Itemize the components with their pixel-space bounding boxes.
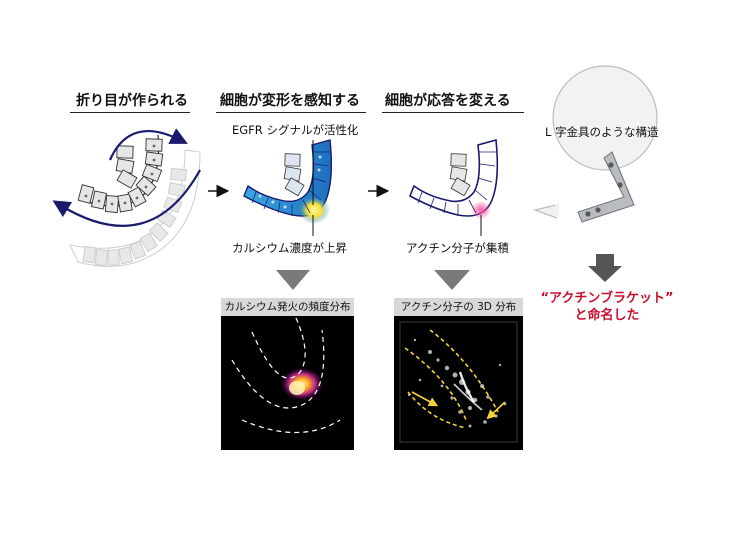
sensing-inner-cells (283, 153, 305, 197)
l-bracket-bubble (532, 65, 658, 223)
down-arrow-naming-icon (588, 254, 622, 282)
calcium-panel-header: カルシウム発火の頻度分布 (221, 298, 354, 316)
step-title-respond: 細胞が応答を変える (385, 93, 511, 109)
actin-panel-header: アクチン分子の 3D 分布 (394, 298, 523, 316)
l-bracket-icon (577, 151, 635, 223)
step-title-sense: 細胞が変形を感知する (220, 93, 360, 109)
step-underline-respond (382, 112, 524, 113)
step-underline-sense (216, 112, 366, 113)
down-arrow-actin-icon (434, 270, 470, 290)
naming-line-2: と命名した (574, 308, 640, 323)
actin-accum-label: アクチン分子が集積 (406, 241, 509, 255)
sensing-illustration (243, 139, 333, 224)
calcium-rise-label: カルシウム濃度が上昇 (232, 241, 347, 255)
down-arrow-calcium-icon (276, 270, 310, 290)
step-underline-fold (70, 112, 190, 113)
fold-arrow-bottom-icon (52, 169, 201, 227)
naming-line-1: “アクチンブラケット” (540, 291, 674, 306)
folded-sheet (77, 134, 164, 213)
l-bracket-label: L 字金具のような構造 (545, 125, 659, 139)
calcium-heatmap-image (221, 316, 354, 450)
fold-arrow-top-icon (108, 128, 188, 161)
flat-sheet-ghost (69, 149, 201, 267)
response-illustration (408, 138, 499, 219)
egfr-label: EGFR シグナルが活性化 (232, 123, 359, 137)
step-title-fold: 折り目が作られる (76, 93, 188, 109)
fold-illustration (52, 128, 201, 267)
actin-3d-image (394, 316, 523, 450)
